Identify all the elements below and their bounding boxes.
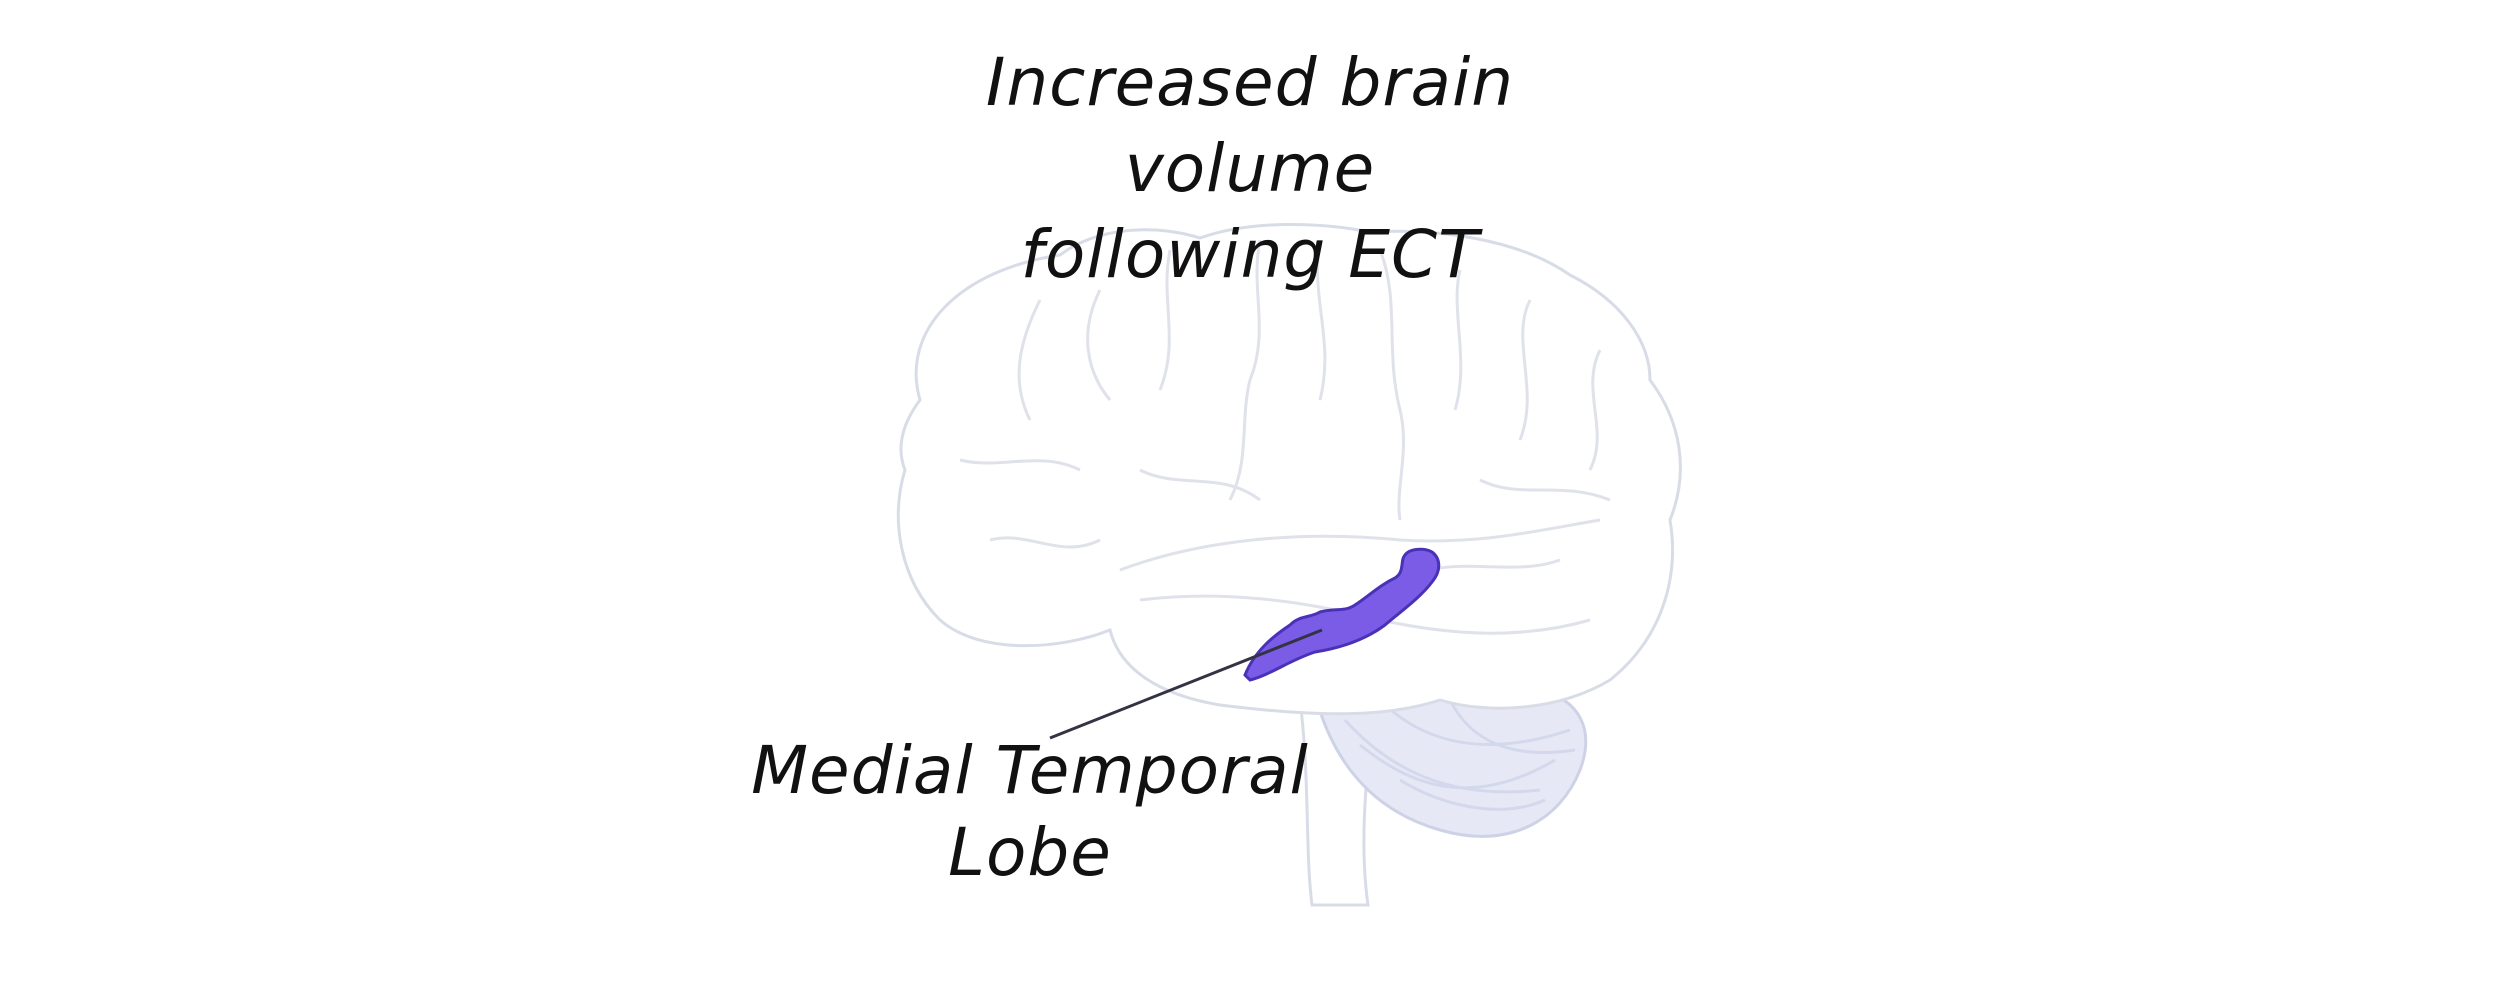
figure-title-line-2: following ECT [1020,216,1480,293]
callout-leader-line [1049,628,1323,740]
figure-title: Increased brain volume following ECT [850,40,1650,298]
sulci-lines [959,239,1611,635]
figure-title-line-1: Increased brain volume [985,44,1515,207]
callout-label-line-1: Medial Temporal [751,732,1309,809]
cerebrum-outline [896,222,1682,716]
callout-label-line-2: Lobe [948,814,1112,891]
callout-label: Medial Temporal Lobe [720,730,1340,894]
medial-temporal-lobe-highlight [1243,547,1441,682]
